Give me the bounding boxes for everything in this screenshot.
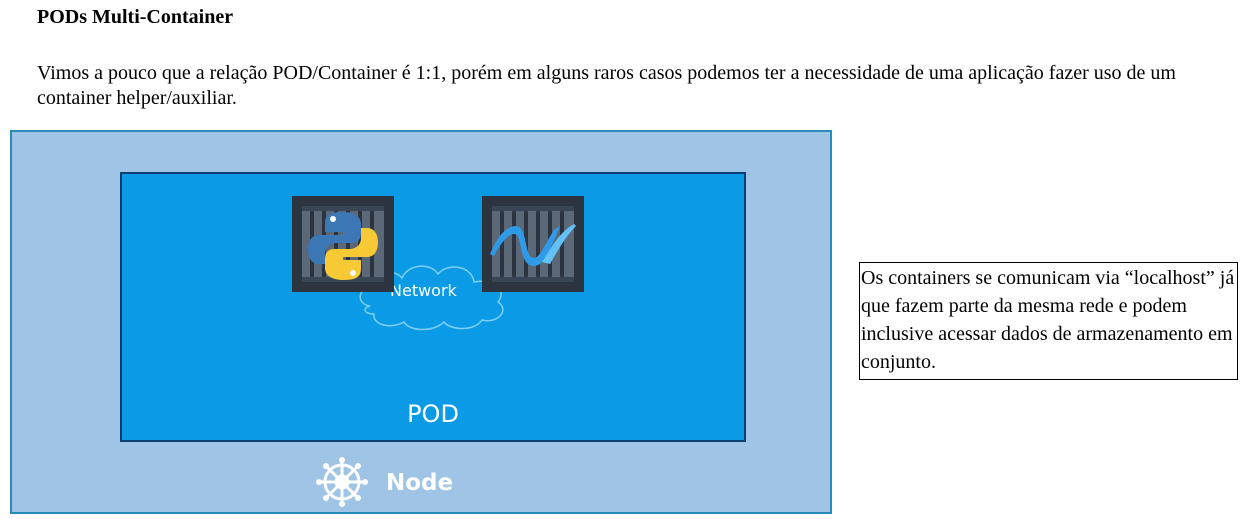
kubernetes-helm-icon xyxy=(316,457,368,507)
intro-paragraph: Vimos a pouco que a relação POD/Containe… xyxy=(37,62,1176,109)
pod-label: POD xyxy=(407,400,459,428)
section-heading: PODs Multi-Container xyxy=(37,6,234,28)
node-diagram: Network xyxy=(10,130,832,514)
network-label: Network xyxy=(390,281,457,300)
pod-box: Network xyxy=(120,172,746,442)
node-label: Node xyxy=(386,470,454,496)
python-container-icon xyxy=(292,196,394,292)
note-box: Os containers se comunicam via “localhos… xyxy=(859,262,1238,380)
dotnet-container-icon xyxy=(482,196,584,292)
